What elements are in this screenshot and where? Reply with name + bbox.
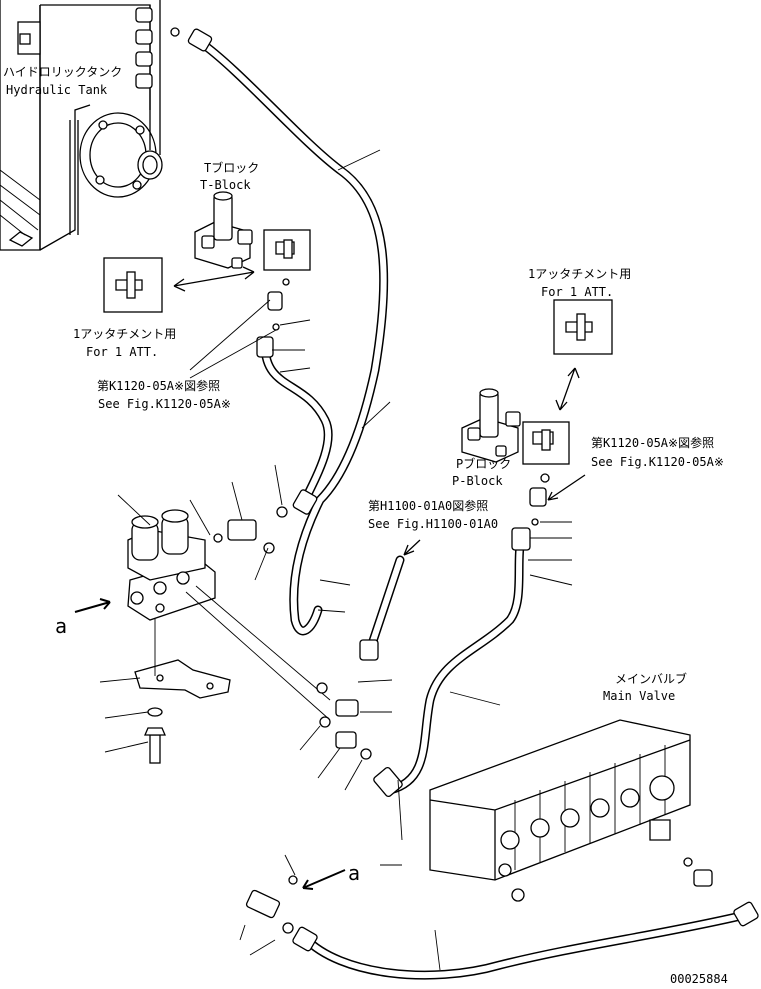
p-block: Pブロック P-Block (452, 388, 521, 488)
t-block-hose (256, 336, 333, 515)
att-right-detail-box (553, 299, 613, 411)
washer (147, 707, 163, 717)
ref-mid-label-jp: 第H1100-01A0図参照 (368, 498, 488, 513)
drawing-number: 00025884 (670, 972, 728, 986)
main-valve-label-en: Main Valve (603, 689, 675, 703)
solenoid-valve: a (55, 509, 216, 638)
att-left-detail-box (103, 257, 255, 313)
ref-hose (359, 539, 421, 661)
main-valve: メインバルブ Main Valve (429, 671, 691, 902)
att-right-label-jp: 1アッタチメント用 (528, 267, 631, 281)
t-block-label-en: T-Block (200, 178, 251, 192)
t-block: Tブロック T-Block (194, 160, 259, 269)
att-left-label-jp: 1アッタチメント用 (73, 327, 176, 341)
ref-right-label-en: See Fig.K1120-05A※ (591, 455, 724, 469)
bottom-hose (292, 901, 759, 980)
view-a-marker-bottom: a (348, 861, 360, 885)
ref-left-label-jp: 第K1120-05A※図参照 (97, 378, 220, 393)
p-block-label-jp: Pブロック (456, 456, 511, 471)
return-hose (187, 28, 389, 636)
p-block-detail-box (522, 421, 570, 465)
ref-left-label-en: See Fig.K1120-05A※ (98, 397, 231, 411)
p-block-hose (373, 527, 531, 798)
p-block-label-en: P-Block (452, 474, 503, 488)
mounting-bracket (99, 618, 231, 699)
main-valve-label-jp: メインバルブ (615, 671, 687, 686)
ref-right-label-jp: 第K1120-05A※図参照 (591, 435, 714, 450)
att-left-label-en: For 1 ATT. (86, 345, 158, 359)
t-block-detail-box (263, 229, 311, 271)
t-block-label-jp: Tブロック (204, 160, 259, 175)
hydraulic-tank (0, 0, 180, 251)
att-right-label-en: For 1 ATT. (541, 285, 613, 299)
hydraulic-tank-label-jp: ハイドロリックタンク (3, 65, 122, 79)
bolt (104, 727, 166, 764)
hydraulic-tank-label-en: Hydraulic Tank (6, 83, 108, 97)
view-a-marker-left: a (55, 614, 67, 638)
ref-mid-label-en: See Fig.H1100-01A0 (368, 517, 498, 531)
